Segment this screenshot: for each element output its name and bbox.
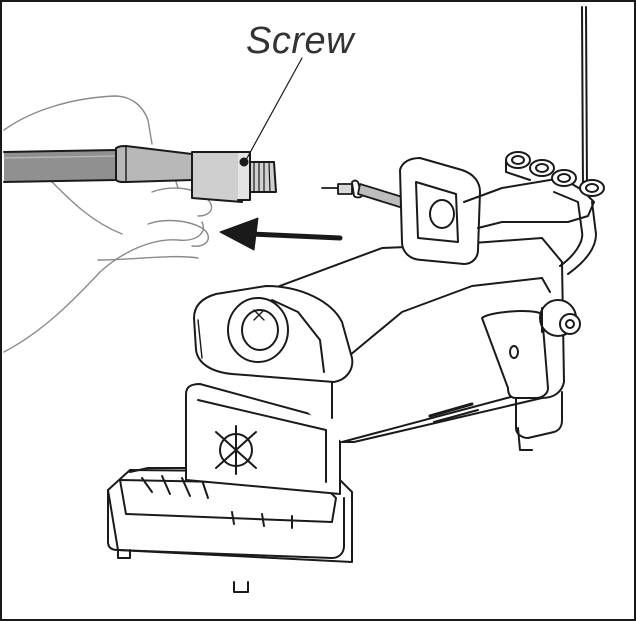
hand-icon [3, 95, 215, 353]
arrow-left-icon [219, 217, 343, 251]
iron-stand-icon [107, 151, 605, 593]
screw-callout-label: Screw [246, 20, 355, 62]
callout-leader-line [245, 57, 303, 161]
cable-icon [581, 6, 588, 193]
soldering-iron-handle-icon [3, 145, 277, 203]
